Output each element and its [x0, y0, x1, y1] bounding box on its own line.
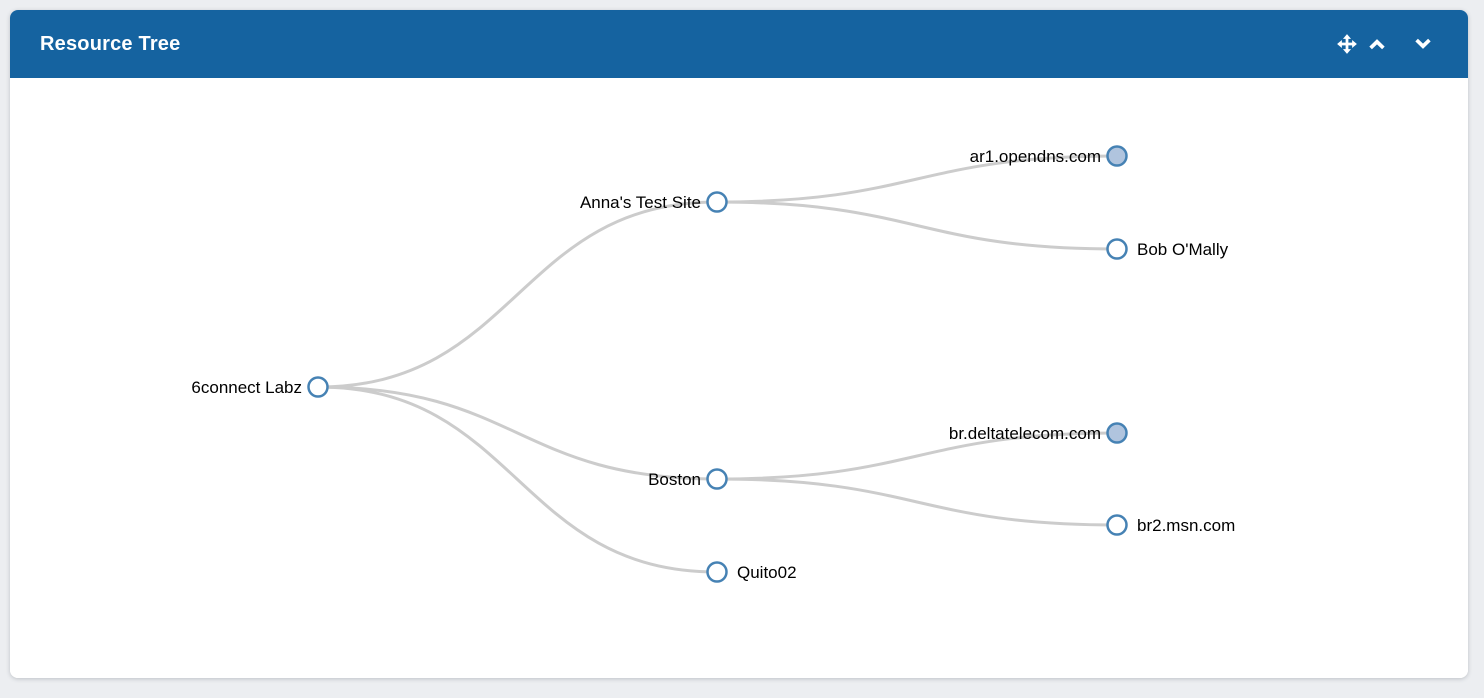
- tree-link: [716, 477, 1118, 527]
- tree-node-circle[interactable]: [706, 468, 728, 490]
- header-icon-group: [1336, 33, 1433, 55]
- tree-node-circle[interactable]: [1106, 238, 1128, 260]
- resource-tree-canvas[interactable]: 6connect Labz Anna's Test Site ar1.opendns…: [10, 78, 1468, 678]
- tree-node-root[interactable]: 6connect Labz: [191, 376, 329, 398]
- tree-link: [716, 431, 1118, 481]
- tree-node-circle[interactable]: [1106, 514, 1128, 536]
- tree-node-circle[interactable]: [307, 376, 329, 398]
- move-icon[interactable]: [1336, 33, 1358, 55]
- tree-node-bob[interactable]: Bob O'Mally: [1106, 238, 1229, 260]
- tree-node-circle[interactable]: [706, 561, 728, 583]
- chevron-up-icon[interactable]: [1367, 34, 1387, 54]
- tree-node-label[interactable]: Anna's Test Site: [580, 193, 701, 212]
- tree-link: [317, 385, 718, 481]
- tree-node-brdelta[interactable]: br.deltatelecom.com: [949, 422, 1128, 444]
- tree-node-label[interactable]: Bob O'Mally: [1137, 240, 1229, 259]
- resource-tree-panel: Resource Tree 6connect Labz Anna's Test S…: [10, 10, 1468, 678]
- tree-node-circle[interactable]: [1106, 422, 1128, 444]
- tree-node-anna[interactable]: Anna's Test Site: [580, 191, 728, 213]
- tree-node-ar1[interactable]: ar1.opendns.com: [970, 145, 1128, 167]
- tree-node-quito[interactable]: Quito02: [706, 561, 797, 583]
- tree-node-label[interactable]: ar1.opendns.com: [970, 147, 1101, 166]
- chevron-down-icon[interactable]: [1413, 34, 1433, 54]
- panel-body: 6connect Labz Anna's Test Site ar1.opendns…: [10, 78, 1468, 678]
- panel-title: Resource Tree: [40, 32, 181, 55]
- tree-node-circle[interactable]: [706, 191, 728, 213]
- tree-node-label[interactable]: br2.msn.com: [1137, 516, 1235, 535]
- tree-node-boston[interactable]: Boston: [648, 468, 728, 490]
- tree-link: [716, 154, 1118, 204]
- tree-node-label[interactable]: br.deltatelecom.com: [949, 424, 1101, 443]
- tree-node-label[interactable]: 6connect Labz: [191, 378, 302, 397]
- tree-node-label[interactable]: Boston: [648, 470, 701, 489]
- tree-node-br2[interactable]: br2.msn.com: [1106, 514, 1236, 536]
- panel-header: Resource Tree: [10, 10, 1468, 78]
- tree-node-circle[interactable]: [1106, 145, 1128, 167]
- tree-link: [716, 200, 1118, 251]
- tree-link: [317, 385, 718, 574]
- tree-node-label[interactable]: Quito02: [737, 563, 797, 582]
- tree-link: [317, 200, 718, 389]
